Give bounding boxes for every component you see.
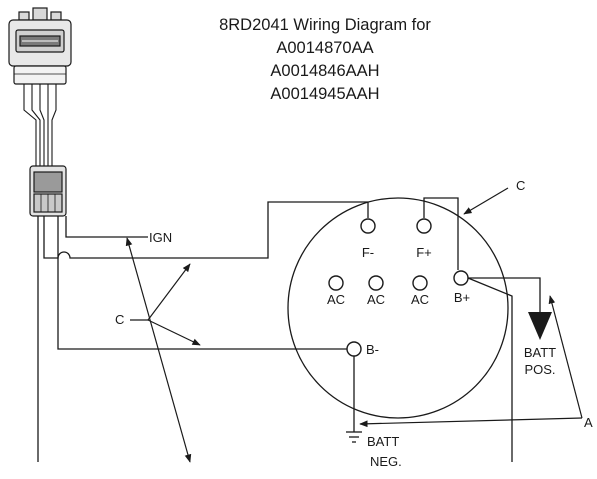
label-a: A — [584, 415, 593, 430]
label-c-left: C — [115, 312, 124, 327]
b-plus-wire — [468, 277, 541, 312]
label-batt-neg-1: BATT — [367, 434, 399, 449]
callout-c-left-down — [147, 319, 201, 346]
batt-pos-arrow-icon — [528, 312, 552, 340]
terminal-ac-3 — [412, 275, 428, 291]
harness-wires — [37, 201, 369, 462]
label-batt-pos-2: POS. — [524, 362, 555, 377]
callout-a-left — [359, 417, 583, 428]
terminal-ac-2 — [368, 275, 384, 291]
ground-icon — [346, 431, 362, 443]
label-batt-pos-1: BATT — [524, 345, 556, 360]
label-ac-2: AC — [367, 292, 385, 307]
callout-a-up — [548, 295, 583, 419]
label-f-plus: F+ — [416, 245, 432, 260]
diagram-title: 8RD2041 Wiring Diagram for A0014870AA A0… — [175, 14, 475, 106]
terminal-f-plus — [416, 218, 432, 234]
title-line-1: 8RD2041 Wiring Diagram for — [219, 16, 431, 34]
label-c-top: C — [516, 178, 525, 193]
callout-ign-arrow — [125, 237, 192, 463]
regulator-body — [287, 197, 509, 419]
label-f-minus: F- — [362, 245, 374, 260]
terminal-ac-1 — [328, 275, 344, 291]
label-batt-neg-2: NEG. — [370, 454, 402, 469]
connector-icon — [8, 7, 72, 217]
terminal-b-minus — [346, 341, 362, 357]
label-b-plus: B+ — [454, 290, 470, 305]
f-plus-wire — [423, 197, 459, 270]
terminal-b-plus — [453, 270, 469, 286]
callout-c-left-up — [147, 263, 191, 321]
label-ac-3: AC — [411, 292, 429, 307]
title-line-4: A0014945AAH — [270, 85, 380, 103]
title-line-2: A0014870AA — [276, 39, 374, 57]
b-plus-wire-2 — [467, 277, 513, 462]
callout-c-top-arrow — [463, 187, 509, 215]
label-ign: IGN — [149, 230, 172, 245]
label-b-minus: B- — [366, 342, 379, 357]
terminal-f-minus — [360, 218, 376, 234]
label-ac-1: AC — [327, 292, 345, 307]
title-line-3: A0014846AAH — [270, 62, 380, 80]
